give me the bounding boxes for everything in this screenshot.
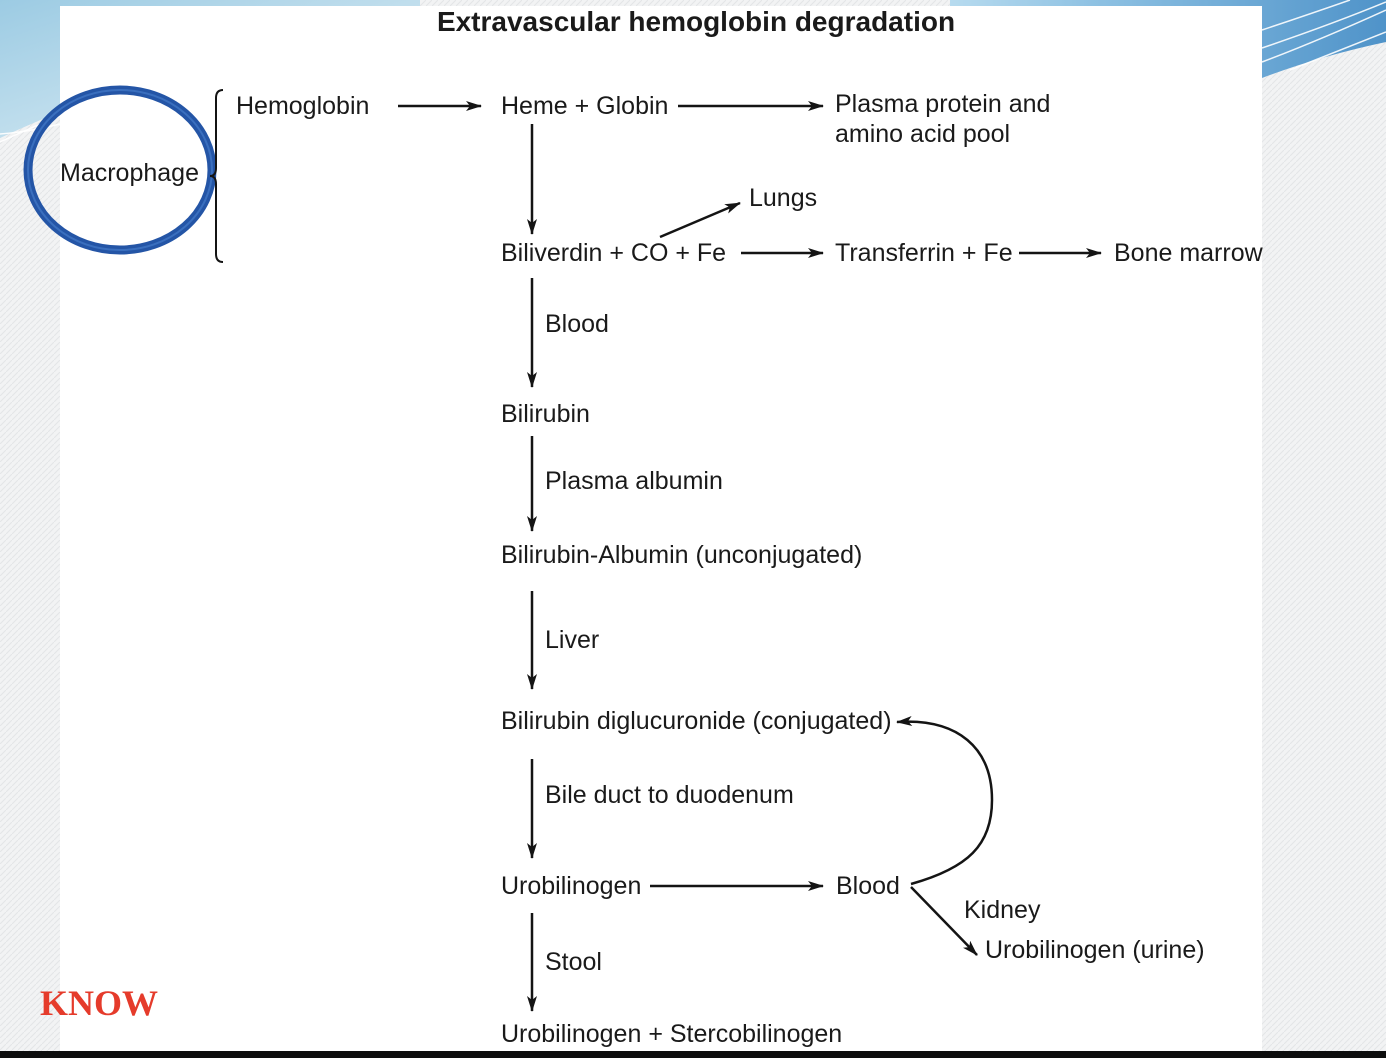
top-left-swoosh [0, 0, 420, 138]
edge-label-bile-duct: Bile duct to duodenum [545, 781, 794, 809]
macrophage-label: Macrophage [60, 159, 199, 187]
node-urobilinogen: Urobilinogen [501, 872, 641, 900]
node-plasma-pool-line1: Plasma protein and [835, 90, 1050, 118]
highlight-circle-sheen [27, 89, 213, 251]
content-panel [60, 6, 1262, 1051]
top-right-swoosh [950, 0, 1386, 78]
node-bilirubin-albumin: Bilirubin-Albumin (unconjugated) [501, 541, 862, 569]
node-blood-circulation: Blood [836, 872, 900, 900]
swoosh-line [1261, 9, 1386, 63]
know-note: KNOW [40, 983, 158, 1023]
bottom-bar [0, 1051, 1386, 1058]
swoosh-line [1261, 1, 1386, 49]
node-transferrin: Transferrin + Fe [835, 239, 1013, 267]
edge-label-stool: Stool [545, 948, 602, 976]
swoosh-line [0, 123, 61, 135]
node-urobilinogen-urine: Urobilinogen (urine) [985, 936, 1205, 964]
edge-label-kidney: Kidney [964, 896, 1041, 924]
edge-label-liver: Liver [545, 626, 599, 654]
swoosh-line [1261, 0, 1351, 31]
edge-label-blood: Blood [545, 310, 609, 338]
node-urobilinogen-stercobilinogen: Urobilinogen + Stercobilinogen [501, 1020, 842, 1048]
edge-label-plasma-albumin: Plasma albumin [545, 467, 723, 495]
diagram-title: Extravascular hemoglobin degradation [437, 6, 955, 37]
node-bilirubin: Bilirubin [501, 400, 590, 428]
node-lungs: Lungs [749, 184, 817, 212]
arrow-blood-back-to-conjugated [896, 716, 994, 886]
node-plasma-pool-line2: amino acid pool [835, 120, 1010, 148]
arrow-blood-to-urine [910, 886, 978, 956]
node-biliverdin: Biliverdin + CO + Fe [501, 239, 726, 267]
node-heme-globin: Heme + Globin [501, 92, 668, 120]
arrow-co-to-lungs [659, 201, 741, 239]
node-bilirubin-diglucuronide: Bilirubin diglucuronide (conjugated) [501, 707, 892, 735]
curly-brace [209, 89, 224, 263]
node-hemoglobin: Hemoglobin [236, 92, 369, 120]
swoosh-line [1289, 31, 1386, 71]
node-bone-marrow: Bone marrow [1114, 239, 1264, 267]
